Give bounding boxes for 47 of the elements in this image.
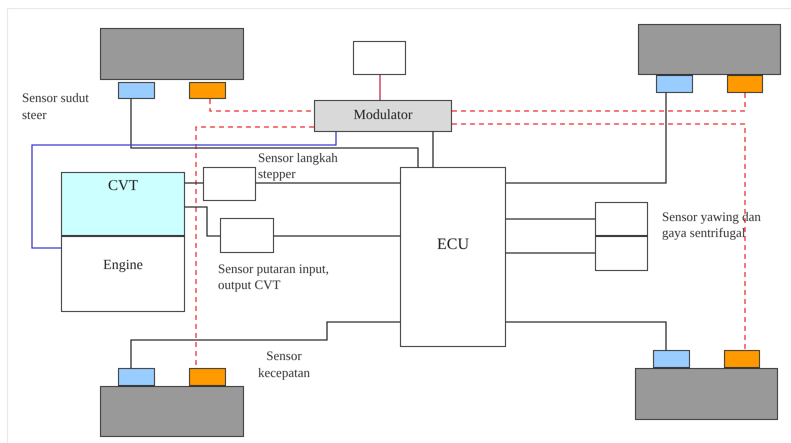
sensor-block	[656, 75, 693, 93]
sensor-box	[595, 236, 648, 271]
sensor-caption: Sensor sudut steer	[22, 89, 90, 123]
connector-line	[130, 99, 419, 167]
speed-sensor-block	[189, 368, 226, 386]
sensor-box	[203, 167, 256, 201]
connector-line	[506, 93, 667, 184]
connector-line	[274, 235, 400, 237]
wheel-block	[635, 368, 778, 420]
sensor-caption: Sensor kecepatan	[257, 347, 311, 381]
engine-box	[61, 236, 185, 312]
connector-line	[506, 218, 595, 220]
dashed-connector	[209, 99, 314, 112]
node-label: Engine	[103, 257, 143, 275]
sensor-caption: Sensor yawing dan gaya sentrifugal	[662, 209, 762, 241]
sensor-box	[595, 202, 648, 236]
speed-sensor-block	[724, 350, 760, 368]
steering-sensor-block	[118, 82, 155, 99]
connector-line	[506, 321, 667, 350]
node-label: Modulator	[353, 107, 413, 125]
wheel-block	[100, 386, 244, 437]
speed-sensor-block	[727, 75, 763, 93]
sensor-block	[653, 350, 690, 368]
connector-line	[379, 75, 381, 100]
dashed-connector	[452, 123, 746, 350]
sensor-caption: Sensor putaran input, output CVT	[218, 261, 330, 293]
connector-line	[31, 132, 337, 249]
sensor-block	[118, 368, 155, 386]
connector-line	[130, 321, 400, 368]
connector-line	[432, 132, 434, 167]
speed-sensor-block	[189, 82, 226, 99]
ecu-box	[400, 167, 506, 347]
connector-line	[185, 182, 203, 184]
cvt-box	[61, 172, 185, 236]
dashed-connector	[452, 93, 746, 112]
node-label: ECU	[437, 235, 469, 255]
component-box	[353, 41, 406, 75]
connector-line	[185, 206, 220, 237]
sensor-box	[220, 218, 274, 253]
dashed-connector	[195, 126, 314, 368]
node-label: CVT	[108, 177, 138, 196]
sensor-caption: Sensor langkah stepper	[258, 150, 339, 182]
wheel-block	[638, 24, 781, 75]
connector-line	[506, 252, 595, 254]
connector-line	[256, 182, 400, 184]
modulator-box	[314, 100, 452, 132]
wheel-block	[100, 28, 244, 80]
